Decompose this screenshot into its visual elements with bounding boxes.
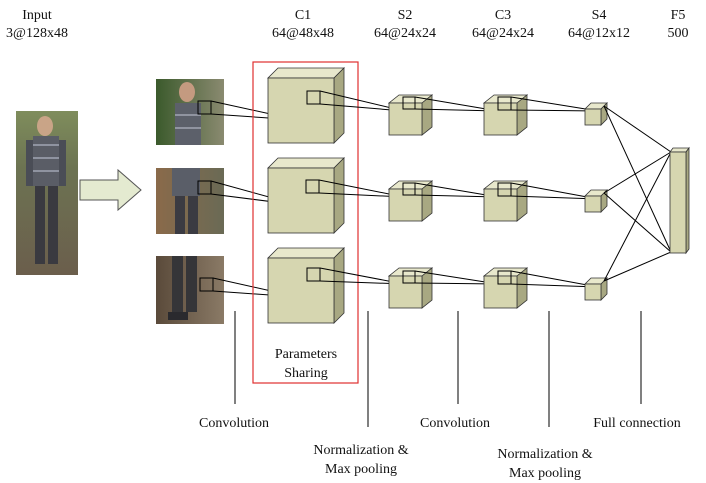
input-arrow-icon [79,168,142,212]
crop-image-middle [156,168,224,234]
header-f5-dims: 500 [667,26,689,41]
stage-label-convolution-1: Convolution [198,416,270,431]
parameter-sharing-label: Parameters Sharing [275,345,337,383]
header-c3-title: C3 [494,8,512,23]
header-f5: F5 500 [668,7,689,43]
kernel-window-top [197,100,212,115]
s2-feature-map-middle [387,180,434,222]
crop-image-bottom [156,256,224,324]
c1-feature-map-top [267,67,345,144]
stage-label-normalization-1-line-1: Normalization & [313,443,409,458]
kernel-window-middle [197,180,212,195]
stage-label-normalization-1: Normalization & Max pooling [313,441,408,479]
stage-label-normalization-2-line-2: Max pooling [509,466,581,481]
crop-image-top [156,79,224,145]
header-c1: C1 64@48x48 [272,7,334,43]
f5-fully-connected-layer [669,146,690,255]
stage-label-normalization-1-line-2: Max pooling [325,462,397,477]
header-s4: S4 64@12x12 [568,7,630,43]
parameter-sharing-line-2: Sharing [284,366,328,381]
c1-feature-map-bottom [267,247,345,324]
header-input-dims: 3@128x48 [6,26,68,41]
stage-label-normalization-2: Normalization & Max pooling [497,445,592,483]
parameter-sharing-line-1: Parameters [274,347,338,362]
header-c3-dims: 64@24x24 [472,26,534,41]
header-s4-title: S4 [591,8,607,23]
c3-feature-map-middle [482,180,529,222]
header-s2-dims: 64@24x24 [374,26,436,41]
s2-feature-map-bottom [387,267,434,309]
connections-c3-to-s4 [510,96,599,288]
header-s2-title: S2 [397,8,413,23]
header-input-title: Input [22,8,52,23]
c1-feature-map-middle [267,157,345,234]
connections-s4-to-f5 [603,105,672,282]
header-c3: C3 64@24x24 [472,7,534,43]
s2-feature-map-top [387,94,434,136]
header-input: Input 3@128x48 [6,7,68,43]
stage-label-normalization-2-line-1: Normalization & [497,447,593,462]
header-s2: S2 64@24x24 [374,7,436,43]
parameter-sharing-box [252,61,359,384]
stage-label-convolution-2: Convolution [419,416,491,431]
stage-label-full-connection: Full connection [593,416,681,431]
header-s4-dims: 64@12x12 [568,26,630,41]
header-f5-title: F5 [670,8,686,23]
c3-feature-map-top [482,94,529,136]
kernel-window-bottom [199,277,214,292]
s4-feature-map-middle [584,189,608,213]
header-c1-dims: 64@48x48 [272,26,334,41]
stage-pointer-lines [234,311,642,427]
header-c1-title: C1 [294,8,312,23]
c3-feature-map-bottom [482,267,529,309]
s4-feature-map-bottom [584,277,608,301]
input-person-image [16,111,78,275]
